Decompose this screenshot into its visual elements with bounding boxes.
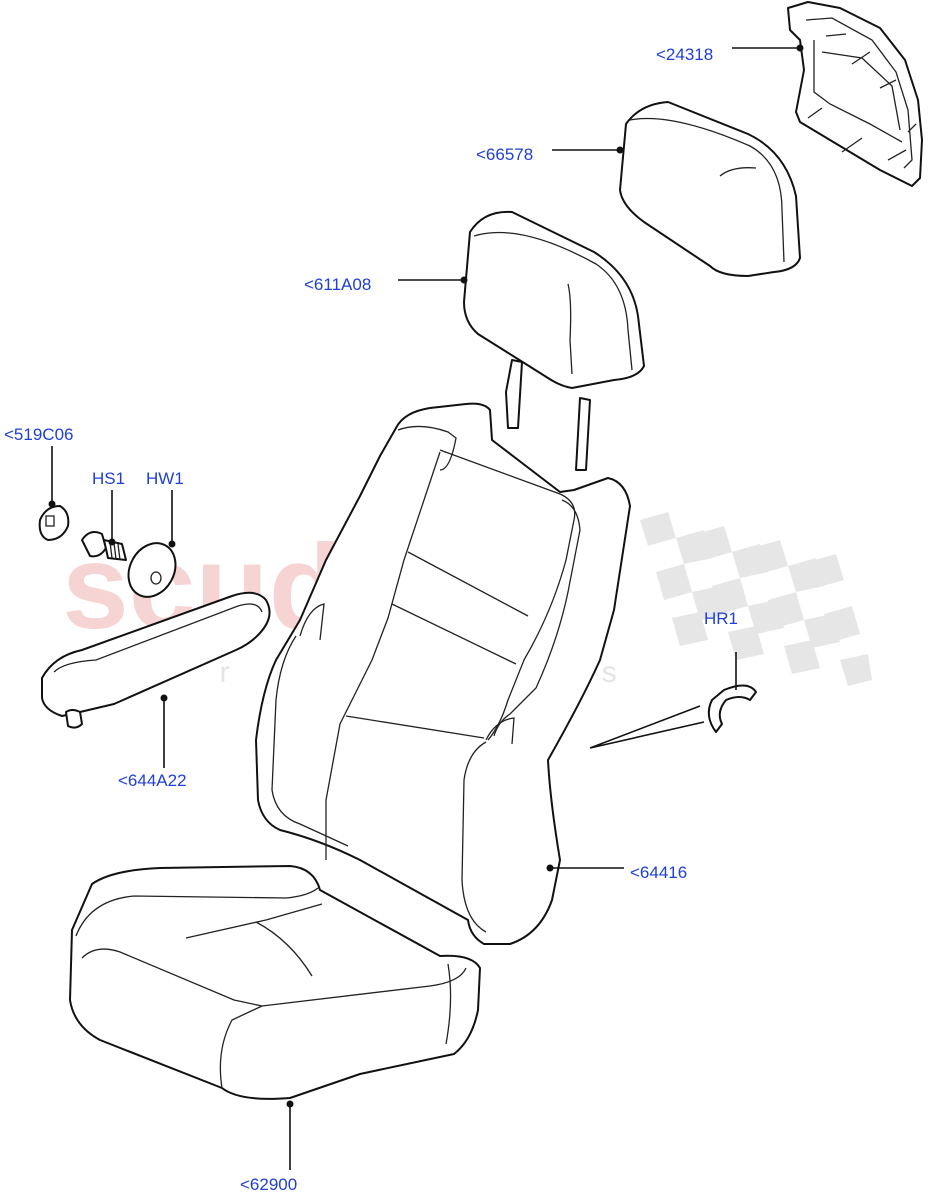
part-hw1-washer: [127, 542, 177, 598]
part-24318-headrest-frame: [787, 1, 923, 187]
callout-hr1[interactable]: HR1: [704, 609, 738, 628]
callout-66578[interactable]: <66578: [476, 145, 533, 164]
callout-644A22[interactable]: <644A22: [118, 771, 187, 790]
leader-lines: [48, 44, 804, 1170]
part-519C06-cap: [38, 505, 70, 541]
callout-24318[interactable]: <24318: [656, 45, 713, 64]
callout-hs1[interactable]: HS1: [92, 469, 125, 488]
part-66578-headrest-cover: [619, 101, 801, 277]
watermark-checker-flag: [640, 512, 872, 686]
callout-611A08[interactable]: <611A08: [304, 275, 371, 294]
part-611A08-headrest: [463, 210, 645, 471]
part-64416-seat-back: [255, 402, 631, 945]
callout-labels: <24318 <66578 <611A08 <519C06 HS1 HW1 <6…: [4, 45, 738, 1194]
part-hr1-clip: [707, 684, 757, 733]
part-62900-seat-cushion: [69, 865, 481, 1100]
part-hs1-screw: [81, 531, 127, 561]
callout-62900[interactable]: <62900: [240, 1175, 297, 1194]
callout-hw1[interactable]: HW1: [146, 469, 184, 488]
callout-519C06[interactable]: <519C06: [4, 425, 73, 444]
part-644A22-armrest: [41, 591, 271, 729]
callout-64416[interactable]: <64416: [630, 863, 687, 882]
